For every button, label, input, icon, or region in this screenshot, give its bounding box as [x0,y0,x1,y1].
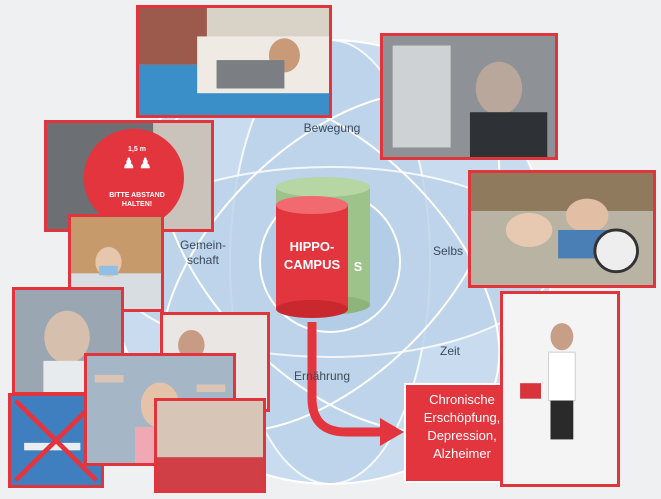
outcome-line1: Chronische [429,392,495,407]
arrow-shaft [307,322,382,437]
cylinder-label-line1: HIPPO- [289,239,335,254]
red-cylinder-body [276,205,348,309]
sign-people-icon: ♟ ♟ [122,155,152,171]
photo-distance-sign: 1,5 m ♟ ♟ BITTE ABSTAND HALTEN! [44,120,214,232]
photo-multitasking-woman [500,291,620,487]
label-zeit: Zeit [439,344,460,358]
outcome-line2: Erschöpfung, [423,410,501,425]
cylinder-label-line2: CAMPUS [283,257,341,272]
photo-man-on-sofa [136,5,332,118]
photo-tired-girls-clock [468,170,656,288]
sign-line2: HALTEN! [121,201,153,208]
green-cylinder-letter: S [353,259,363,274]
sign-distance: 1,5 m [128,146,146,153]
photo-woman-at-window [380,33,558,160]
arrow-head [380,418,404,446]
red-cylinder-bottom [276,300,348,318]
label-selbs: Selbs [432,244,464,258]
outcome-line3: Depression, [427,428,497,443]
green-cylinder-top [276,177,370,197]
cylinder-label: HIPPO- CAMPUS [276,238,348,274]
red-cylinder-top [276,196,348,214]
label-ernaehrung: Ernährung [293,369,351,383]
photo-bottom-small [154,398,266,493]
outcome-line4: Alzheimer [433,446,491,461]
sign-line1: BITTE ABSTAND [109,192,165,199]
label-bewegung: Bewegung [303,121,361,135]
label-gemeinschaft: Gemein- schaft [179,238,226,267]
